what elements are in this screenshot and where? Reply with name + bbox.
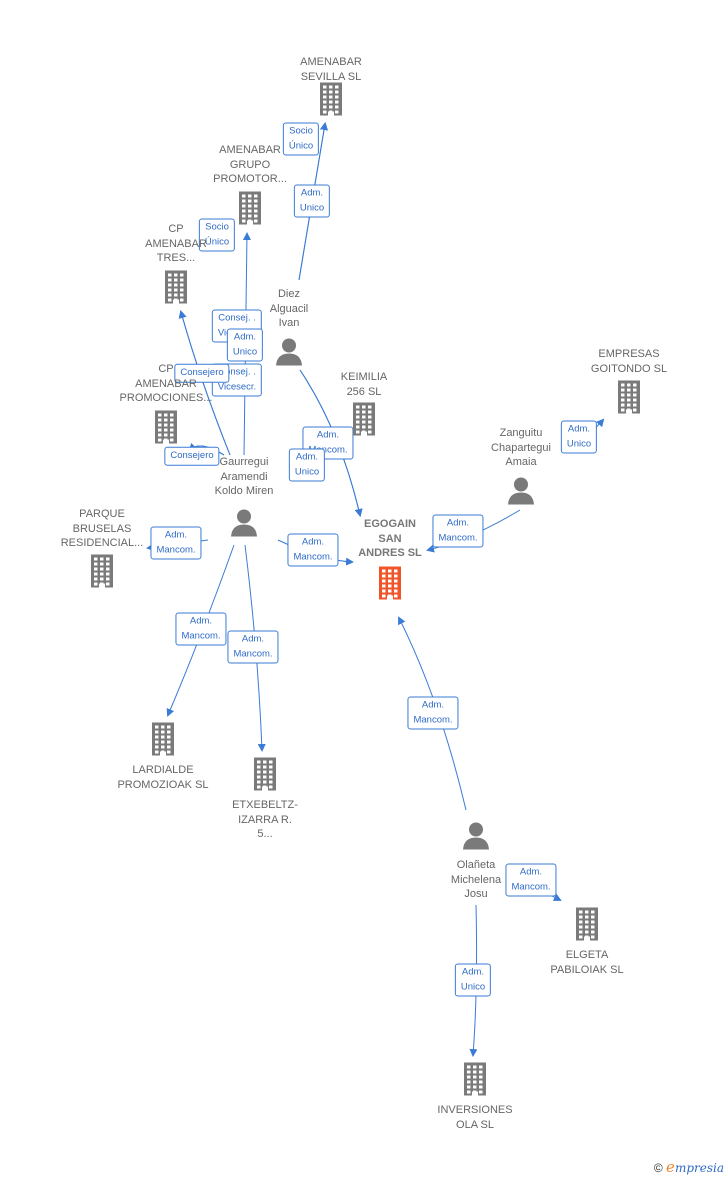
node-label-amenabar_grupo[interactable]: AMENABAR GRUPO PROMOTOR...	[213, 144, 287, 185]
building-icon[interactable]	[88, 553, 116, 594]
node-label-zanguitu[interactable]: Zanguitu Chapartegui Amaia	[491, 427, 551, 468]
edge-label[interactable]: Consejero	[174, 363, 230, 383]
node-label-parque[interactable]: PARQUE BRUSELAS RESIDENCIAL...	[60, 508, 144, 549]
edge-label[interactable]: Adm. Mancom.	[175, 612, 227, 646]
edge-label[interactable]: Adm. Unico	[454, 963, 492, 997]
node-label-etxebeltz[interactable]: ETXEBELTZ- IZARRA R. 5...	[232, 799, 298, 840]
edge-label[interactable]: Adm. Unico	[293, 184, 331, 218]
person-icon[interactable]	[506, 476, 536, 511]
building-icon[interactable]	[376, 565, 404, 606]
person-icon[interactable]	[229, 508, 259, 543]
empresia-watermark: © empresia	[653, 1158, 724, 1176]
person-icon[interactable]	[461, 821, 491, 856]
edge-label[interactable]: Adm. Mancom.	[150, 526, 202, 560]
edge-label[interactable]: Adm. Mancom.	[505, 863, 557, 897]
edge-label[interactable]: Adm. Mancom.	[432, 514, 484, 548]
edge-label[interactable]: Adm. Unico	[288, 448, 326, 482]
edge-label[interactable]: Socio Único	[282, 122, 320, 156]
building-icon[interactable]	[573, 906, 601, 947]
edge-label[interactable]: Adm. Mancom.	[287, 533, 339, 567]
edge-label[interactable]: Adm. Mancom.	[407, 696, 459, 730]
node-label-empresas_goitondo[interactable]: EMPRESAS GOITONDO SL	[590, 348, 668, 375]
building-icon[interactable]	[461, 1061, 489, 1102]
node-label-diez[interactable]: Diez Alguacil Ivan	[269, 288, 309, 329]
building-icon[interactable]	[149, 721, 177, 762]
building-icon[interactable]	[162, 269, 190, 310]
node-label-lardialde[interactable]: LARDIALDE PROMOZIOAK SL	[117, 764, 209, 791]
edge-label[interactable]: Adm. Mancom.	[227, 630, 279, 664]
building-icon[interactable]	[350, 401, 378, 442]
node-label-olaneta[interactable]: Olañeta Michelena Josu	[450, 859, 502, 900]
node-label-elgeta[interactable]: ELGETA PABILOIAK SL	[550, 949, 624, 976]
person-icon[interactable]	[274, 337, 304, 372]
edge-label[interactable]: Adm. Unico	[226, 328, 264, 362]
node-label-egogain[interactable]: EGOGAIN SAN ANDRES SL	[358, 518, 422, 559]
node-label-keimilia[interactable]: KEIMILIA 256 SL	[340, 371, 388, 398]
node-label-inversiones[interactable]: INVERSIONES OLA SL	[437, 1104, 513, 1131]
building-icon[interactable]	[236, 190, 264, 231]
node-label-cp_tres[interactable]: CP AMENABAR TRES...	[145, 223, 207, 264]
building-icon[interactable]	[251, 756, 279, 797]
edge-label[interactable]: Socio Único	[198, 218, 236, 252]
building-icon[interactable]	[152, 409, 180, 450]
node-label-gaurregui[interactable]: Gaurregui Aramendi Koldo Miren	[214, 456, 274, 497]
node-label-cp_promociones[interactable]: CP AMENABAR PROMOCIONES...	[119, 363, 213, 404]
edge-label[interactable]: Adm. Unico	[560, 420, 598, 454]
edge-label[interactable]: Consejero	[164, 446, 220, 466]
building-icon[interactable]	[615, 379, 643, 420]
building-icon[interactable]	[317, 81, 345, 122]
node-label-amenabar_sevilla[interactable]: AMENABAR SEVILLA SL	[300, 56, 362, 83]
